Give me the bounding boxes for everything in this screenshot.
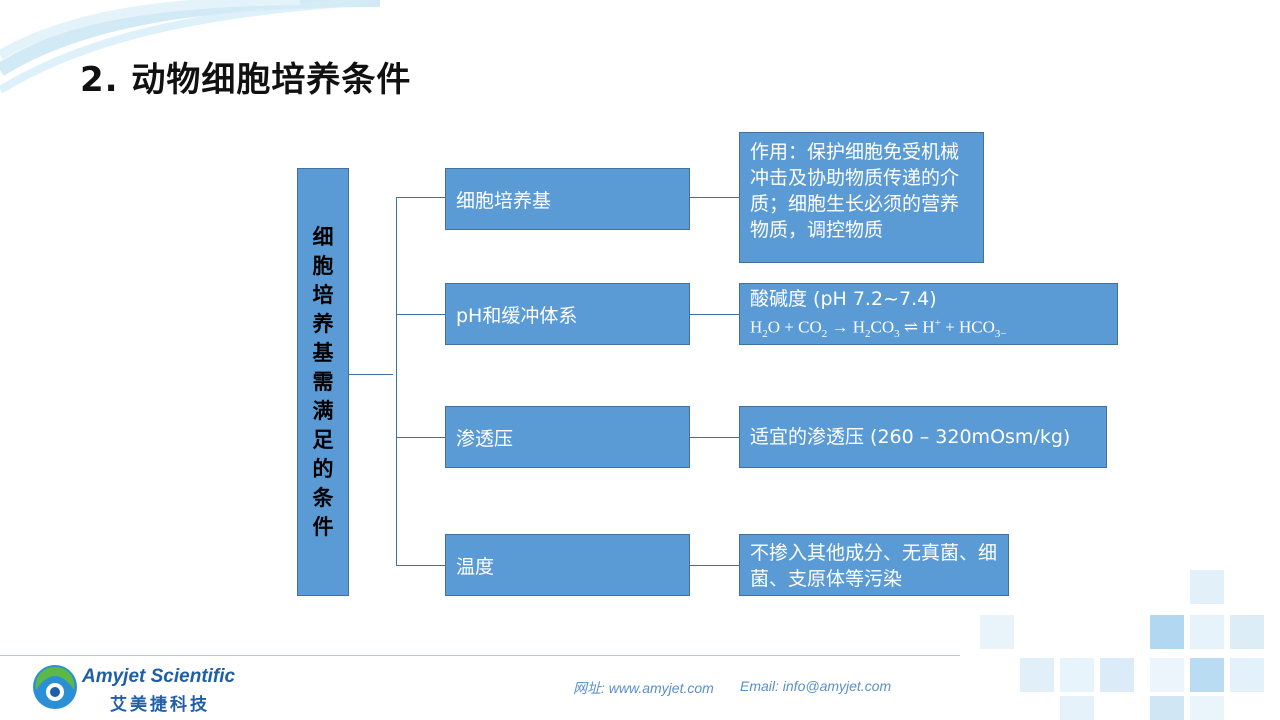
- detail-culture-medium: 作用：保护细胞免受机械冲击及协助物质传递的介质；细胞生长必须的营养物质，调控物质: [739, 132, 984, 263]
- detail-text: 适宜的渗透压 (260 – 320mOsm/kg): [750, 426, 1071, 448]
- detail-text: 酸碱度 (pH 7.2~7.4): [750, 288, 937, 310]
- connector-detail-2: [690, 314, 739, 315]
- footer-divider: [0, 655, 960, 656]
- logo-name-en: Amyjet Scientific: [82, 666, 236, 687]
- logo-mark-icon: [33, 665, 77, 709]
- connector-branch-2: [396, 314, 445, 315]
- logo-name-cn: 艾美捷科技: [110, 695, 210, 715]
- category-temperature: 温度: [445, 534, 690, 596]
- decorative-dna-tiles: [980, 570, 1264, 720]
- detail-osmotic-pressure: 适宜的渗透压 (260 – 320mOsm/kg): [739, 406, 1107, 468]
- category-ph-buffer: pH和缓冲体系: [445, 283, 690, 345]
- connector-branch-1: [396, 197, 445, 198]
- buffer-equation: H2O + CO2 → H2CO3 ⇌ H+ + HCO3−: [750, 317, 1007, 341]
- page-title: 2. 动物细胞培养条件: [80, 60, 412, 100]
- category-label: 细胞培养基: [456, 189, 552, 212]
- connector-detail-3: [690, 437, 739, 438]
- category-culture-medium: 细胞培养基: [445, 168, 690, 230]
- footer-email[interactable]: Email: info@amyjet.com: [740, 678, 892, 694]
- category-label: pH和缓冲体系: [456, 304, 578, 327]
- connector-detail-1: [690, 197, 739, 198]
- detail-text: 作用：保护细胞免受机械冲击及协助物质传递的介质；细胞生长必须的营养物质，调控物质: [750, 141, 960, 241]
- detail-ph-buffer: 酸碱度 (pH 7.2~7.4) H2O + CO2 → H2CO3 ⇌ H+ …: [739, 283, 1118, 345]
- root-node: 细胞培养基需满足的条件: [297, 168, 349, 596]
- footer-website[interactable]: 网址: www.amyjet.com: [573, 680, 714, 696]
- connector-branch-3: [396, 437, 445, 438]
- detail-text: 不掺入其他成分、无真菌、细菌、支原体等污染: [750, 542, 998, 590]
- decorative-swirl: [0, 0, 380, 94]
- connector-root: [349, 374, 393, 375]
- connector-trunk: [396, 197, 397, 565]
- company-logo: Amyjet Scientific 艾美捷科技: [30, 660, 270, 716]
- connector-detail-4: [690, 565, 739, 566]
- root-node-label: 细胞培养基需满足的条件: [312, 224, 334, 539]
- connector-branch-4: [396, 565, 445, 566]
- category-label: 渗透压: [456, 427, 514, 450]
- category-osmotic-pressure: 渗透压: [445, 406, 690, 468]
- category-label: 温度: [456, 555, 495, 578]
- detail-temperature: 不掺入其他成分、无真菌、细菌、支原体等污染: [739, 534, 1009, 596]
